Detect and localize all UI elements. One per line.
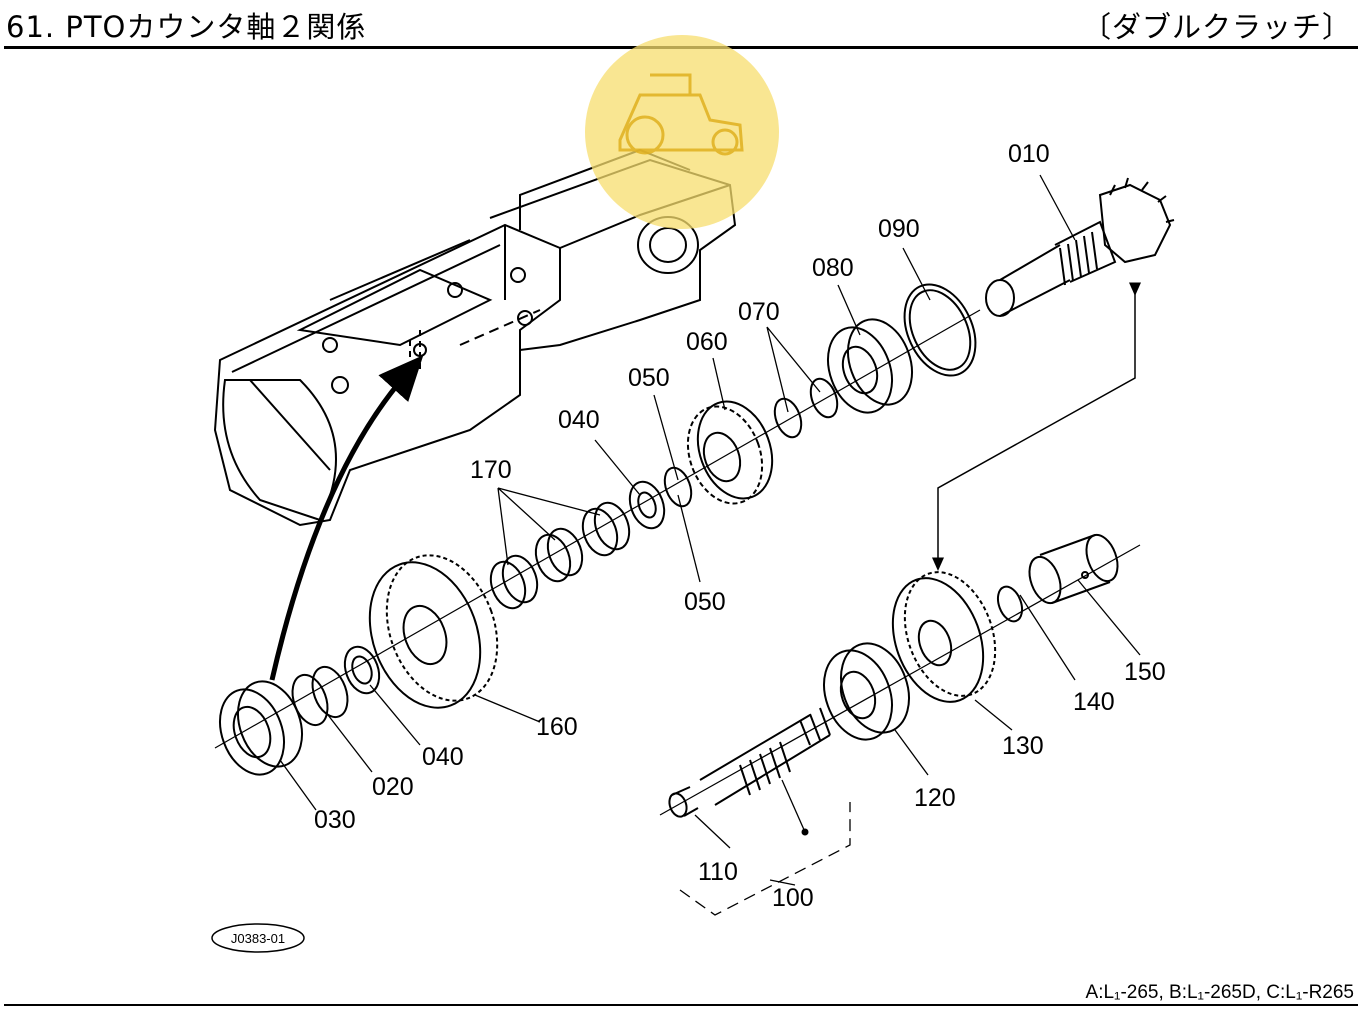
part-060-gear bbox=[686, 400, 774, 505]
part-label-110: 110 bbox=[698, 858, 738, 886]
part-label-060: 060 bbox=[686, 328, 728, 356]
drawing-code: J0383-01 bbox=[231, 931, 285, 946]
lower-shaft-axis bbox=[659, 544, 1141, 816]
drawing-code-badge bbox=[211, 923, 305, 953]
leader-lines bbox=[279, 174, 1141, 916]
part-label-130: 130 bbox=[1002, 732, 1044, 760]
part-170-needle-bearings bbox=[489, 501, 631, 610]
part-100-shaft bbox=[699, 707, 831, 806]
part-label-020: 020 bbox=[372, 773, 414, 801]
part-020-collar bbox=[291, 665, 349, 727]
shaft-axis bbox=[214, 309, 981, 749]
part-110-bushing bbox=[668, 786, 699, 818]
model-list: A:L₁-265, B:L₁-265D, C:L₁-R265 bbox=[1085, 982, 1354, 1003]
part-label-170: 170 bbox=[470, 456, 512, 484]
part-label-140: 140 bbox=[1073, 688, 1115, 716]
part-040-washer-lower bbox=[343, 645, 381, 695]
part-050-rings bbox=[663, 466, 693, 508]
part-label-050-lower: 050 bbox=[684, 588, 726, 616]
part-150-sleeve bbox=[1028, 533, 1119, 605]
part-label-120: 120 bbox=[914, 784, 956, 812]
part-label-070: 070 bbox=[738, 298, 780, 326]
part-label-150: 150 bbox=[1124, 658, 1166, 686]
part-label-090: 090 bbox=[878, 215, 920, 243]
part-090-snap-ring bbox=[903, 283, 977, 377]
footer-rule bbox=[4, 1004, 1358, 1006]
part-010-shaft bbox=[985, 177, 1175, 317]
part-label-010: 010 bbox=[1008, 140, 1050, 168]
part-label-080: 080 bbox=[812, 254, 854, 282]
part-130-gear bbox=[891, 571, 997, 703]
part-label-030: 030 bbox=[314, 806, 356, 834]
assembly-arrows bbox=[269, 282, 1141, 681]
part-040-washer-upper bbox=[628, 480, 666, 530]
page-subtitle: 〔ダブルクラッチ〕 bbox=[1081, 10, 1352, 44]
transmission-housing bbox=[213, 148, 737, 527]
part-label-160: 160 bbox=[536, 713, 578, 741]
part-080-bearing bbox=[827, 318, 913, 414]
part-140-ring bbox=[996, 585, 1024, 623]
part-label-050-upper: 050 bbox=[628, 364, 670, 392]
part-030-bearing bbox=[219, 680, 303, 776]
part-label-100: 100 bbox=[772, 884, 814, 912]
part-label-040-lower: 040 bbox=[422, 743, 464, 771]
tractor-icon bbox=[585, 35, 779, 229]
part-160-large-gear bbox=[368, 554, 499, 709]
part-label-040-upper: 040 bbox=[558, 406, 600, 434]
page-title: 61. PTOカウンタ軸２関係 bbox=[6, 10, 367, 44]
